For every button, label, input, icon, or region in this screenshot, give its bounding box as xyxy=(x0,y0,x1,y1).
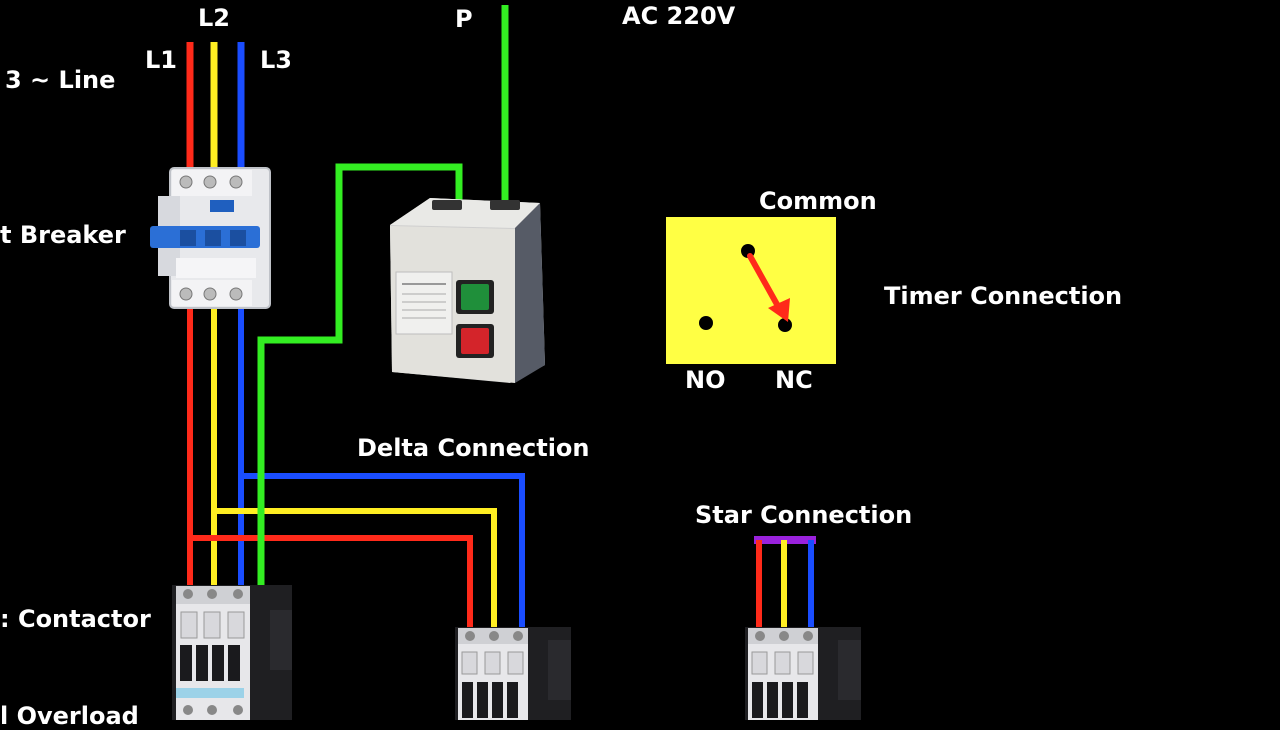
label-nc: NC xyxy=(775,366,813,394)
delta-wire-l2 xyxy=(214,508,497,640)
timer-nc-terminal xyxy=(778,318,792,332)
main-phase-lines xyxy=(187,300,244,610)
timer-arrow-head-icon xyxy=(768,298,790,322)
label-no: NO xyxy=(685,366,726,394)
circuit-breaker-icon xyxy=(150,167,271,309)
delta-branch-wires xyxy=(190,473,525,640)
main-contactor-icon xyxy=(172,585,292,720)
incoming-phase-lines xyxy=(186,42,245,175)
label-circuit-breaker: t Breaker xyxy=(0,221,126,249)
label-p: P xyxy=(455,5,473,33)
label-common: Common xyxy=(759,187,877,215)
delta-contactor-icon xyxy=(455,627,571,720)
label-overload: l Overload xyxy=(0,702,139,730)
label-delta-connection: Delta Connection xyxy=(357,434,590,462)
timer-switch-arm xyxy=(747,253,782,311)
timer-box xyxy=(666,217,836,364)
label-timer-connection: Timer Connection xyxy=(884,282,1123,310)
label-l1: L1 xyxy=(145,46,177,74)
star-contactor-icon xyxy=(745,627,861,720)
magnetic-starter-icon xyxy=(390,198,545,383)
timer-panel xyxy=(666,217,836,364)
label-3-phase-line: 3 ~ Line xyxy=(5,66,116,94)
delta-wire-l1 xyxy=(190,535,473,640)
control-wire-loop xyxy=(257,163,463,595)
label-l2: L2 xyxy=(198,4,230,32)
delta-wire-l3 xyxy=(241,473,525,640)
label-ac-220v: AC 220V xyxy=(622,2,736,30)
label-l3: L3 xyxy=(260,46,292,74)
label-star-connection: Star Connection xyxy=(695,501,913,529)
control-wires xyxy=(257,5,509,595)
timer-no-terminal xyxy=(699,316,713,330)
label-main-contactor: : Contactor xyxy=(0,605,151,633)
